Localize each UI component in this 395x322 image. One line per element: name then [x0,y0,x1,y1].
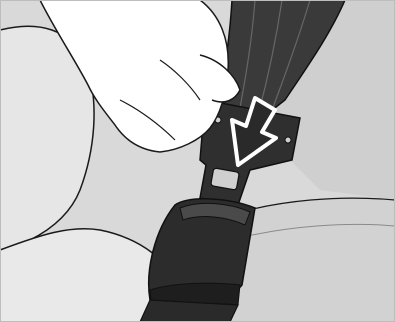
latch-rivet-right [285,137,291,143]
latch-slot [211,168,240,190]
